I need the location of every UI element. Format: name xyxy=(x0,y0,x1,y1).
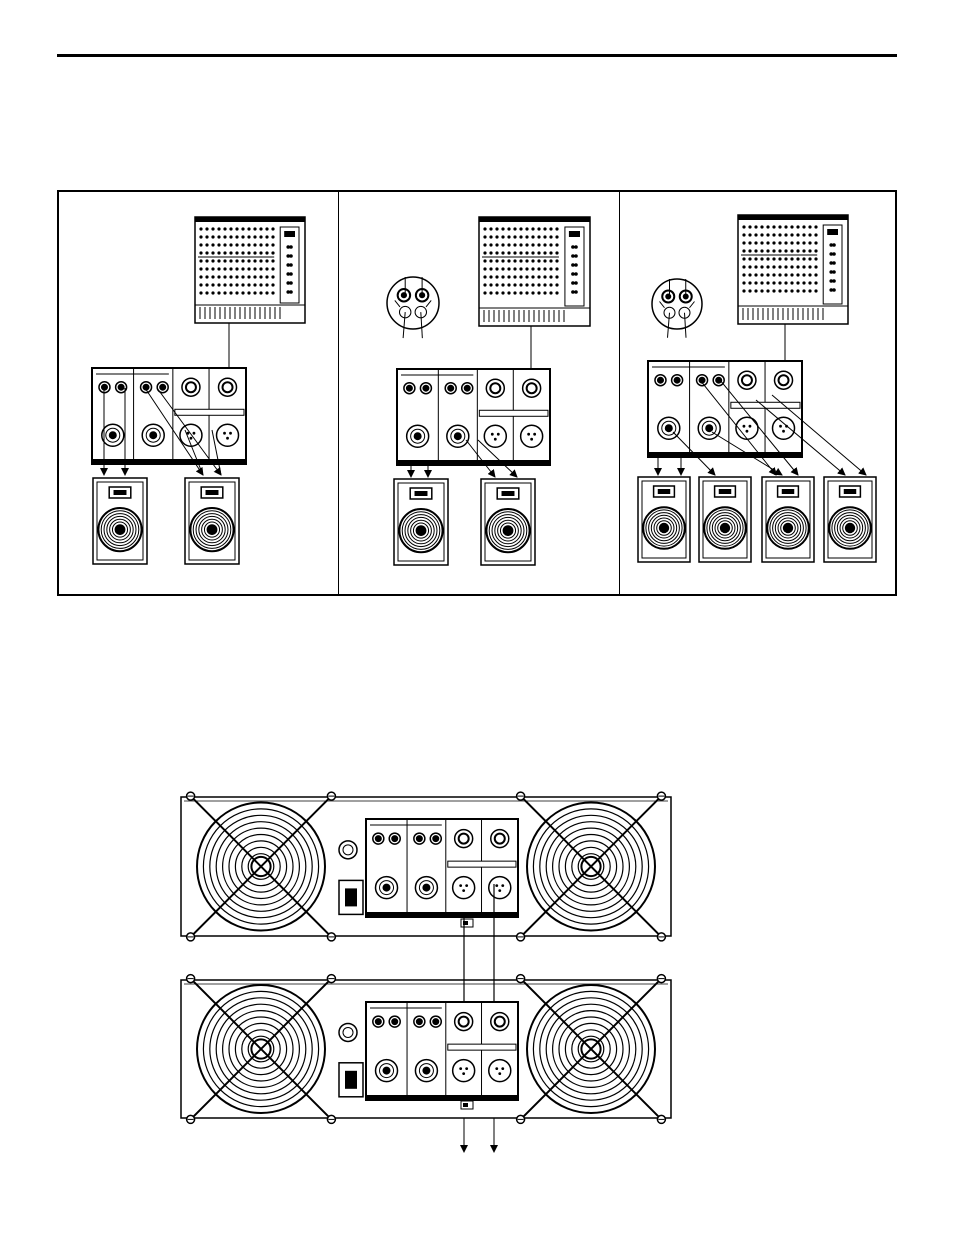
amplifier-rear-panel-icon xyxy=(366,1002,518,1100)
amplifier-rear-panel-icon xyxy=(92,368,246,464)
speaker-cabinet-icon xyxy=(481,479,535,565)
speakon-plug-icon xyxy=(652,279,702,338)
power-inlet-icon xyxy=(339,1063,363,1097)
fuse-holder-icon xyxy=(339,841,357,859)
power-inlet-icon xyxy=(339,880,363,914)
mixer-console-icon xyxy=(738,215,848,324)
fuse-holder-icon xyxy=(339,1023,357,1041)
amplifier-rear-panel-icon xyxy=(648,361,802,457)
speaker-cabinet-icon xyxy=(185,478,239,564)
mixer-console-icon xyxy=(479,217,590,326)
amplifier-rear-panel-icon xyxy=(366,819,518,917)
speaker-cabinet-icon xyxy=(699,477,751,562)
speaker-cabinet-icon xyxy=(394,479,448,565)
speaker-cabinet-icon xyxy=(762,477,814,562)
speaker-cabinet-icon xyxy=(638,477,690,562)
speaker-cabinet-icon xyxy=(93,478,147,564)
speakon-plug-icon xyxy=(387,277,439,338)
speaker-cabinet-icon xyxy=(824,477,876,562)
amplifier-rear-panel-icon xyxy=(397,369,550,465)
mixer-console-icon xyxy=(195,217,305,323)
